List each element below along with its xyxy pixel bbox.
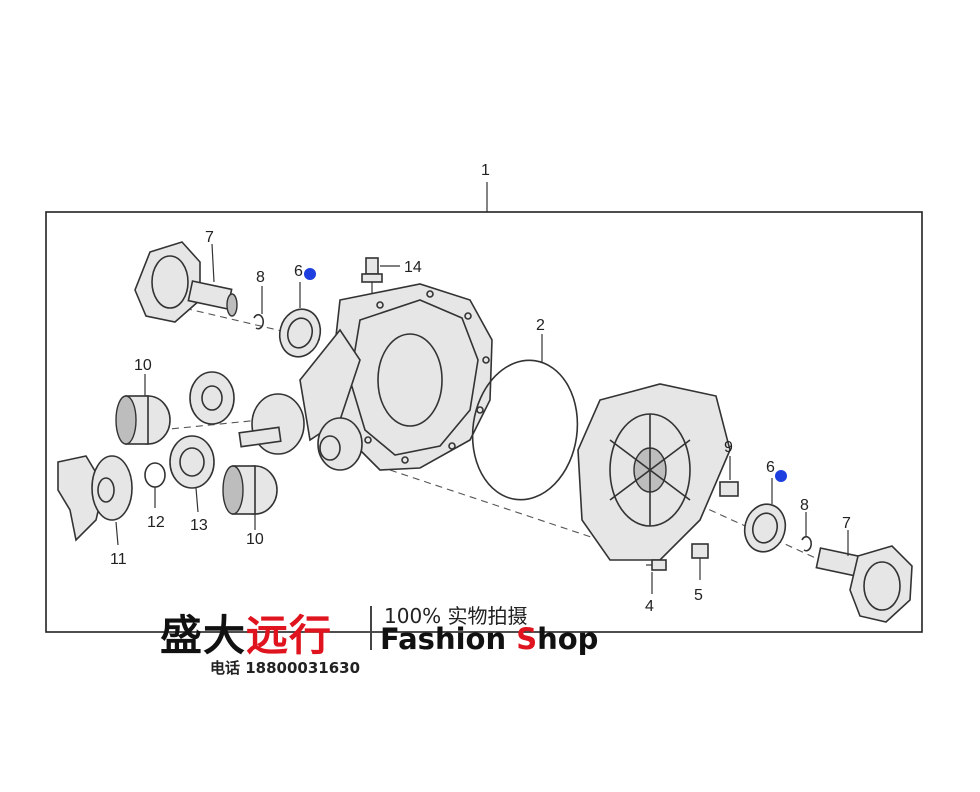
callout-7-left: 7 [205,229,214,246]
circlip-left [253,313,264,330]
brand-text-red: 远行 [246,611,333,660]
plug-9 [719,481,739,497]
pinion-assembly [189,371,363,471]
callout-12: 12 [147,514,165,531]
callout-8-left: 8 [256,269,265,286]
output-flange-left [134,241,238,323]
output-flange-right [815,545,913,623]
shop-name-post: hop [537,622,599,656]
callout-5: 5 [694,587,703,604]
phone-number: 电话 18800031630 [210,659,361,677]
bearing-10-top [115,395,171,445]
oil-seal-right [743,503,787,553]
shop-brand-logo: 盛大远行 [160,602,332,663]
callout-1: 1 [481,162,490,179]
callout-13: 13 [190,517,208,534]
callout-2: 2 [536,317,545,334]
assembly-frame [45,182,923,633]
oil-seal-left [278,308,322,358]
snap-ring-12 [144,462,166,488]
callout-4: 4 [645,598,654,615]
callout-10-lower: 10 [246,531,264,548]
marker-dot-right [775,470,787,482]
tagline-real-photo: 100% 实物拍摄 [384,604,528,628]
differential-housing [299,283,493,471]
brand-separator [370,606,372,650]
o-ring-2 [471,359,579,501]
marker-dot-left [304,268,316,280]
circlip-right [801,535,812,552]
callout-11: 11 [110,551,127,568]
shop-name-pre: Fashion [380,622,517,656]
bolt-4 [646,559,667,571]
callout-9: 9 [724,439,733,456]
shop-name-s: S [516,622,538,656]
callout-7-right: 7 [842,515,851,532]
callout-10-top: 10 [134,357,152,374]
shop-name: Fashion Shop [380,622,598,656]
rear-cover [577,383,731,561]
callout-6-right: 6 [766,459,775,476]
bearing-10-lower [222,465,278,515]
input-flange-11 [57,455,133,542]
breather-vent [361,257,383,300]
taper-bearing-13 [169,435,215,489]
callout-6-left: 6 [294,263,303,280]
plug-5 [691,543,709,559]
callout-8-right: 8 [800,497,809,514]
brand-text-black: 盛大 [160,611,247,660]
callout-14: 14 [404,259,422,276]
